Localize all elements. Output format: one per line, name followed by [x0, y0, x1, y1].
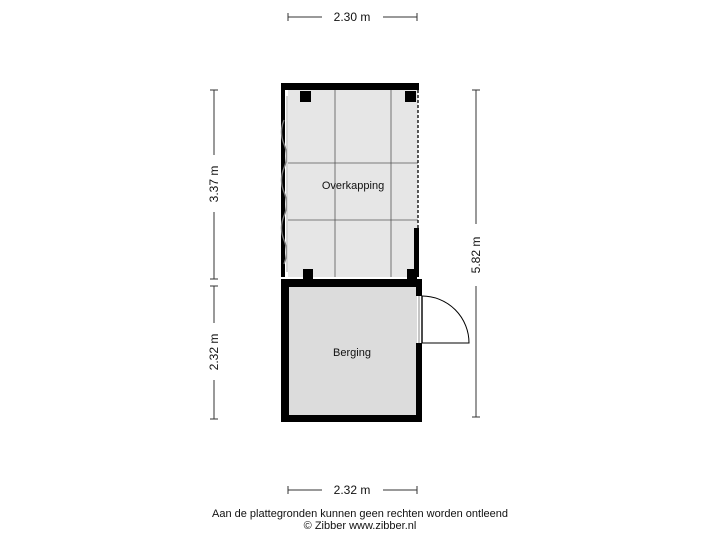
berging-top-wall: [281, 279, 422, 287]
overkapping-left-wall: [281, 83, 285, 277]
room-label-overkapping: Overkapping: [322, 180, 384, 192]
post-bottom-right: [407, 269, 417, 279]
dimension-top-width-label: 2.30 m: [334, 10, 371, 24]
footer-disclaimer: Aan de plattegronden kunnen geen rechten…: [211, 508, 508, 520]
dimension-right-total: [472, 89, 480, 418]
overkapping-floor: [288, 90, 418, 277]
dimension-bottom-width: [287, 486, 418, 494]
post-bottom-left: [303, 269, 313, 279]
dimension-top-width: [287, 13, 418, 21]
post-top-left: [300, 91, 311, 102]
dimension-left-lower-label: 2.32 m: [207, 334, 221, 371]
dimension-bottom-width-label: 2.32 m: [334, 483, 371, 497]
dimension-left-upper-label: 3.37 m: [207, 166, 221, 203]
overkapping-top-wall: [281, 83, 419, 90]
overkapping-right-wall: [414, 228, 419, 277]
dimension-left-lower: [210, 285, 218, 420]
berging-left-wall: [281, 279, 289, 422]
dimension-left-upper: [210, 89, 218, 280]
berging-right-wall-lower: [416, 343, 422, 422]
room-label-berging: Berging: [333, 347, 371, 359]
dimension-right-total-label: 5.82 m: [469, 237, 483, 274]
berging-bottom-wall: [281, 415, 422, 422]
overkapping-screen: [280, 119, 288, 265]
door-swing-arc: [421, 295, 470, 344]
post-top-right: [405, 91, 416, 102]
footer-copyright: © Zibber www.zibber.nl: [303, 520, 417, 532]
overkapping-tile-grid: [288, 90, 418, 277]
berging-floor: [288, 286, 417, 416]
berging-right-wall-upper: [416, 279, 422, 296]
